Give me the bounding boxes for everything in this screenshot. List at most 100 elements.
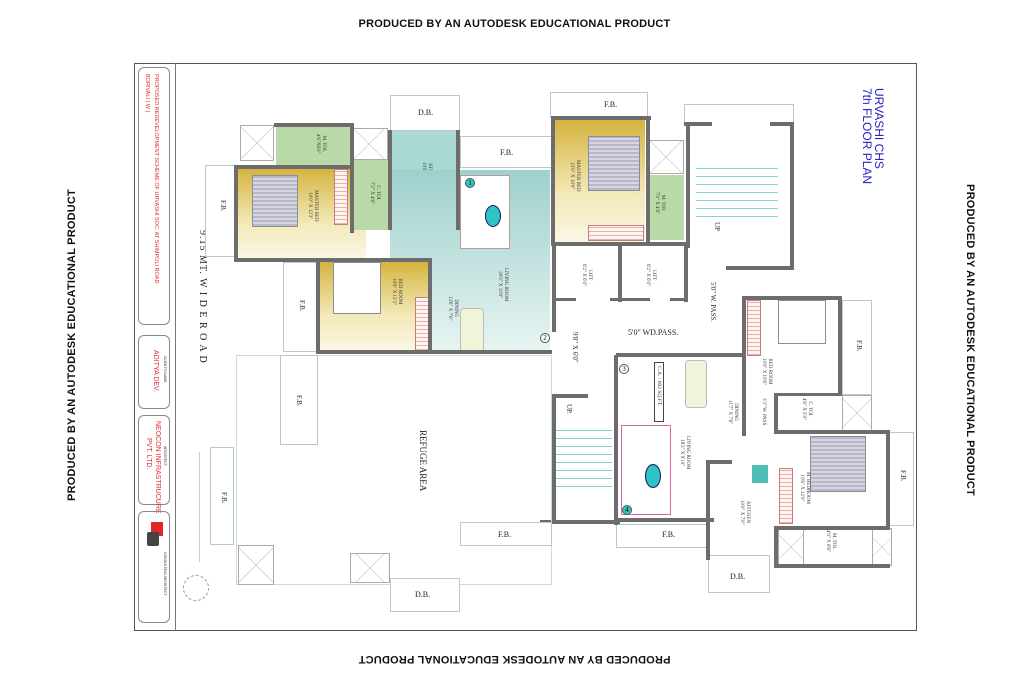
flat-a-bedroom-furniture (333, 262, 381, 314)
flat-a-db-label: D.B. (418, 108, 434, 117)
refuge-fb-2 (210, 447, 234, 545)
staircase-2-treads (556, 424, 612, 494)
north-arrow-icon (183, 575, 209, 601)
lift-2 (622, 246, 684, 300)
flat-a-duct-2 (350, 128, 388, 160)
wall (618, 244, 622, 302)
flat-b-fb-label: F.B. (604, 100, 618, 109)
flat-c-duct-3 (872, 528, 892, 566)
wall (552, 244, 556, 332)
wall (614, 518, 714, 522)
flat-a-entry-marker: 2 (540, 333, 550, 343)
wall (350, 123, 354, 233)
wall (726, 266, 794, 270)
title-block: PROPOSED REDEVELOPMENT SCHEME OF URVASHI… (134, 63, 176, 631)
wall (552, 298, 576, 301)
flat-c-duct-2 (778, 528, 804, 566)
watermark-left: PRODUCED BY AN AUTODESK EDUCATIONAL PROD… (66, 189, 78, 501)
wd-pass-label: 5'0" WD.PASS. (628, 328, 679, 337)
flat-c-entry-marker: 3 (619, 364, 629, 374)
flat-b-wardrobe (588, 225, 644, 241)
flat-a-m-toilet-label: M. TOI.4'6"X6'0" (315, 134, 326, 154)
wall (774, 526, 890, 530)
road-edge-line (199, 452, 200, 562)
flat-a-master-bed-furniture (252, 175, 298, 227)
wall (686, 124, 690, 248)
plan-title-line1: URVASHI CHS (872, 88, 886, 169)
marker-1: 1 (465, 178, 475, 188)
refuge-db (390, 578, 460, 612)
staircase-1-treads (696, 164, 778, 224)
refuge-fb-1-label: F.B. (295, 395, 303, 407)
flat-c-carpet-area-label: C.A. : 602 SQ.FT. (656, 366, 662, 407)
wall (610, 298, 650, 301)
w-pass-label: 5'0" W. PASS. (709, 282, 717, 323)
flat-a-duct (240, 125, 274, 161)
flat-c-carpet-area (654, 362, 664, 422)
wall (234, 165, 238, 262)
wall (670, 298, 688, 301)
flat-c-fb-bottom-label: F.B. (662, 530, 676, 539)
wall (316, 260, 320, 354)
client-box: CLIENT'S NAME ADITYA DEV. (138, 335, 170, 409)
flat-c-bedroom-furniture (778, 300, 826, 344)
refuge-db-label: D.B. (415, 590, 431, 599)
flat-c-duct-1 (842, 395, 872, 431)
wall (551, 116, 555, 246)
wall (234, 165, 354, 169)
wall (886, 430, 890, 530)
flat-c-dining-table (685, 360, 707, 408)
flat-c-db (708, 555, 770, 593)
wall (456, 130, 460, 230)
wall (552, 394, 588, 398)
wall (684, 244, 688, 302)
watermark-top: PRODUCED BY AN AUTODESK EDUCATIONAL PROD… (358, 18, 671, 30)
flat-a-fb-left (205, 165, 235, 257)
wall (774, 393, 842, 396)
drawing-sheet (134, 63, 917, 631)
flat-c-m-bedroom-furniture (810, 436, 866, 492)
flat-a-wardrobe (334, 169, 348, 225)
wall (790, 122, 794, 270)
flat-a-fb-left-label: F.B. (219, 200, 227, 212)
wall (234, 258, 429, 262)
flat-b-duct (648, 140, 684, 174)
flat-c-db-label: D.B. (730, 572, 746, 581)
wall (428, 258, 432, 354)
wall (616, 353, 744, 357)
wall (552, 394, 556, 524)
wall (551, 116, 651, 120)
wall (742, 296, 842, 300)
plan-title-line2: 7th FLOOR PLAN (860, 88, 874, 185)
flat-c-c-toilet (775, 395, 840, 429)
stair-1-up-label: UP (713, 222, 721, 231)
refuge-area-label: REFUGE AREA (418, 430, 428, 492)
flat-a-coffee-table (485, 205, 501, 227)
consultant-logo-icon (145, 522, 165, 548)
refuge-fb-2-label: F.B. (220, 492, 228, 504)
wall (774, 430, 890, 434)
wall (706, 460, 732, 464)
project-title-line2: BORIVALI ( W ) (144, 74, 150, 113)
marker-4: 4 (622, 505, 632, 515)
flat-a-m-toilet (276, 125, 352, 167)
flat-c-fb-far-right-label: F.B. (899, 470, 907, 482)
flat-a-fb-mid-label: F.B. (298, 300, 306, 312)
wall (774, 564, 890, 568)
wall (774, 395, 778, 431)
flat-a-bedroom-wardrobe (415, 297, 429, 351)
flat-a-fb-top-label: F.B. (500, 148, 514, 157)
flat-a-c-toilet-label: C. TOI.7'2" X 4'6" (369, 182, 380, 204)
flat-c-fb-right (842, 300, 872, 395)
architect-caption: ARCHITECT (163, 446, 167, 467)
consultant-box: CONSULTING ARCHITECT (138, 511, 170, 623)
flat-c-m-toilet (806, 526, 872, 566)
refuge-fb-3-label: F.B. (498, 530, 512, 539)
flat-a-fb-mid (283, 262, 319, 352)
flat-c-fb-far-right (888, 432, 914, 526)
lift-1 (555, 246, 619, 300)
